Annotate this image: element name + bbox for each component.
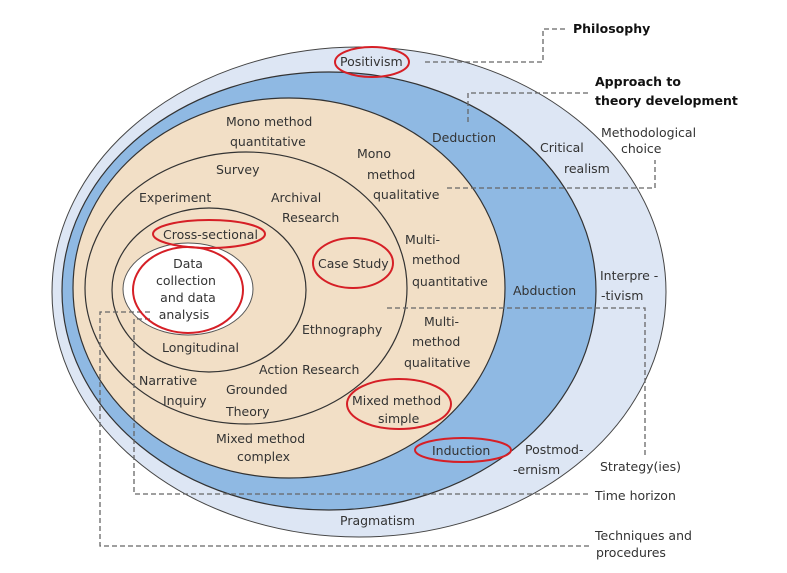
layer-label-techniques-1: Techniques and [594,528,692,543]
core-label-1: Data [173,256,203,271]
strategy-leader [387,307,646,455]
layer-label-approach-1: Approach to [595,74,681,89]
mixed-simple-label-2: simple [378,411,420,426]
action-research-label: Action Research [259,362,359,377]
grounded-theory-label-2: Theory [225,404,270,419]
postmodernism-label-1: Postmod- [525,442,583,457]
narrative-inquiry-label-2: Inquiry [163,393,207,408]
strategy-layer [84,151,408,425]
positivism-label: Positivism [340,54,403,69]
multi-quant-label-3: quantitative [412,274,488,289]
critical-realism-label-1: Critical [540,140,584,155]
postmodernism-label-2: -ernism [513,462,560,477]
core-label-4: analysis [159,307,210,322]
core-label-2: collection [156,273,216,288]
mixed-complex-label-1: Mixed method [216,431,305,446]
layer-label-choice-1: Methodological [601,125,696,140]
techniques-leader [99,311,590,547]
multi-quant-label-2: method [412,252,460,267]
core-label-3: and data [160,290,216,305]
abduction-label: Abduction [513,283,576,298]
interpretivism-label-2: -tivism [601,288,643,303]
archival-label-2: Research [282,210,339,225]
mono-quant-label-2: quantitative [230,134,306,149]
case-study-label: Case Study [318,256,389,271]
ethnography-label: Ethnography [302,322,383,337]
survey-label: Survey [216,162,260,177]
cross-sectional-label: Cross-sectional [163,227,258,242]
layer-label-time-horizon: Time horizon [594,488,676,503]
induction-label: Induction [432,443,490,458]
highlight-positivism [334,46,410,78]
layer-label-strategy: Strategy(ies) [600,459,681,474]
time-horizon-leader [133,318,590,495]
mono-qual-label-2: method [367,167,415,182]
core-layer [122,242,254,336]
deduction-label: Deduction [432,130,496,145]
highlight-data-collection [132,246,244,334]
mono-quant-label-1: Mono method [226,114,312,129]
highlight-mixed-method-simple [346,378,452,430]
mixed-complex-label-2: complex [237,449,290,464]
grounded-theory-label-1: Grounded [226,382,288,397]
layer-label-techniques-2: procedures [596,545,666,560]
multi-qual-label-3: qualitative [404,355,471,370]
longitudinal-label: Longitudinal [162,340,239,355]
interpretivism-label-1: Interpre - [600,268,658,283]
experiment-label: Experiment [139,190,211,205]
time-horizon-layer [111,207,307,373]
choice-leader [447,160,656,189]
philosophy-leader [425,28,568,63]
narrative-inquiry-label-1: Narrative [139,373,198,388]
highlight-cross-sectional [152,219,266,249]
layer-label-philosophy: Philosophy [573,21,650,36]
choice-layer [72,97,506,479]
approach-leader [467,92,590,122]
multi-quant-label-1: Multi- [405,232,440,247]
critical-realism-label-2: realism [564,161,610,176]
multi-qual-label-1: Multi- [424,314,459,329]
archival-label-1: Archival [271,190,321,205]
mono-qual-label-1: Mono [357,146,391,161]
mono-qual-label-3: qualitative [373,187,440,202]
pragmatism-label: Pragmatism [340,513,415,528]
layer-label-approach-2: theory development [595,93,738,108]
highlight-induction [414,437,512,463]
multi-qual-label-2: method [412,334,460,349]
highlight-case-study [312,237,394,289]
layer-label-choice-2: choice [621,141,662,156]
mixed-simple-label-1: Mixed method [352,393,441,408]
